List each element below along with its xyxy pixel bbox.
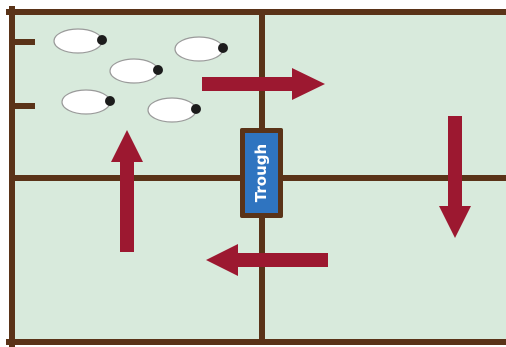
trough-label: Trough xyxy=(252,144,270,202)
sheep-icon xyxy=(109,58,163,84)
rotation-arrow-right xyxy=(202,68,325,100)
rotation-arrow-left xyxy=(206,244,328,276)
sheep-flock xyxy=(53,28,228,123)
sheep-icon xyxy=(53,28,107,54)
rotation-arrow-down xyxy=(439,116,471,238)
sheep-icon xyxy=(61,89,115,115)
trough: Trough xyxy=(240,128,283,218)
sheep-icon xyxy=(174,36,228,62)
paddock-top-right xyxy=(262,12,506,178)
rotation-arrow-up xyxy=(111,130,143,252)
trough-fill xyxy=(245,133,278,213)
sheep-icon xyxy=(147,97,201,123)
